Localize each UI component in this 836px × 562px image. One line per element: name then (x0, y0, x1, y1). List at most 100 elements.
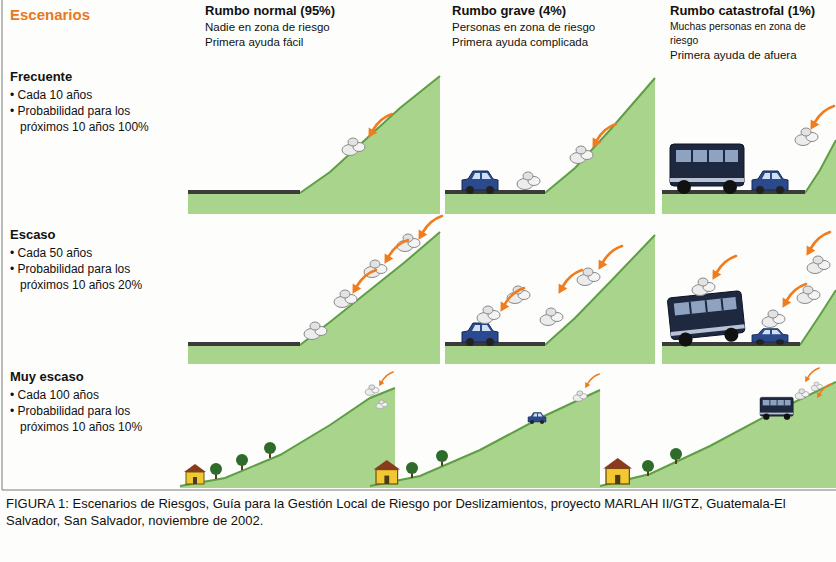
illustration-part (713, 256, 737, 280)
row-bullet: • Probabilidad para los próximos 10 años… (10, 403, 170, 435)
panel-catastrophic-frequent (662, 106, 836, 214)
panel-catastrophic-rare (600, 368, 836, 488)
panel-grave-scarce (445, 235, 655, 364)
panel-grave-rare (370, 374, 600, 488)
illustration-part (210, 463, 222, 479)
text-group: Rumbo catastrofal (1%)Muchas personas en… (670, 3, 832, 63)
illustration-part (419, 216, 443, 240)
illustration-part (807, 256, 830, 274)
illustration-part (445, 235, 655, 364)
column-heading: Rumbo catastrofal (1%) (670, 3, 832, 20)
illustration-part (811, 106, 835, 130)
illustration-part (805, 140, 836, 193)
figure-caption: FIGURA 1: Escenarios de Riesgos, Guía pa… (6, 496, 821, 530)
text-group: Frecuente• Cada 10 años• Probabilidad pa… (10, 68, 170, 135)
figure-frame (2, 0, 836, 490)
illustration-part (184, 464, 206, 484)
row-heading: Escaso (10, 226, 170, 244)
illustration-part (501, 288, 525, 312)
text-group: Rumbo grave (4%)Personas en zona de ries… (452, 3, 652, 51)
illustration-part (462, 171, 498, 194)
panel-grave-frequent (445, 78, 655, 214)
illustration-part (817, 384, 831, 398)
illustration-part (445, 190, 545, 194)
illustration-part (180, 388, 395, 486)
illustration-part (365, 385, 379, 396)
illustration-part (752, 171, 788, 194)
row-heading: Frecuente (10, 68, 170, 86)
illustration-part (811, 382, 823, 391)
illustration-part (662, 140, 836, 214)
column-note: Personas en zona de riesgo (452, 20, 652, 36)
illustration-part (570, 146, 593, 164)
illustration-part (603, 458, 632, 484)
illustration-part (188, 190, 300, 194)
illustration-part (445, 78, 655, 214)
illustration-part (180, 388, 395, 488)
row-bullet: • Probabilidad para los próximos 10 años… (10, 261, 170, 293)
illustration-part (374, 460, 400, 484)
column-heading: Rumbo normal (95%) (205, 3, 405, 20)
row-heading: Muy escaso (10, 368, 170, 386)
illustration-part (797, 286, 820, 304)
illustration-part (667, 291, 746, 348)
illustration-part (304, 322, 327, 340)
column-note: Muchas personas en zona de riesgo (670, 20, 832, 48)
figure-title: Escenarios (10, 6, 90, 23)
illustration-part (369, 114, 393, 138)
panel-normal-frequent (188, 76, 440, 214)
illustration-part (379, 372, 393, 386)
column-note: Primera ayuda de afuera (670, 48, 832, 64)
illustration-part (762, 310, 785, 328)
illustration-part (599, 246, 623, 270)
illustration-part (528, 413, 546, 425)
illustration-part (670, 144, 744, 194)
illustration-part (573, 391, 587, 402)
illustration-part (507, 286, 530, 304)
illustration-part (477, 306, 500, 324)
illustration-part (385, 240, 409, 264)
row-bullet: • Cada 50 años (10, 245, 170, 261)
illustration-part (545, 78, 655, 193)
illustration-part (300, 232, 440, 345)
illustration-part (593, 124, 617, 148)
column-note: Primera ayuda complicada (452, 35, 652, 51)
illustration-part (545, 235, 655, 345)
illustration-part (783, 284, 807, 308)
text-group: Rumbo normal (95%)Nadie en zona de riesg… (205, 3, 405, 51)
illustration-part (805, 368, 819, 382)
illustration-part (807, 232, 831, 256)
illustration-part (436, 450, 448, 466)
illustration-part (752, 329, 788, 345)
illustration-part (795, 389, 809, 400)
illustration-part (795, 128, 818, 146)
illustration-part (370, 390, 600, 486)
illustration-part (406, 462, 418, 478)
illustration-part (559, 270, 583, 294)
illustration-part (540, 308, 563, 326)
illustration-part (188, 76, 440, 214)
column-heading: Rumbo grave (4%) (452, 3, 652, 20)
illustration-part (370, 390, 600, 488)
illustration-part (642, 460, 654, 476)
illustration-part (376, 400, 388, 409)
illustration-part (600, 382, 836, 488)
text-group: Muy escaso• Cada 100 años• Probabilidad … (10, 368, 170, 435)
illustration-part (264, 442, 276, 458)
illustration-part (517, 172, 540, 190)
illustration-part (445, 342, 545, 346)
illustration-part (600, 382, 836, 486)
illustration-part (462, 323, 498, 346)
panel-normal-scarce (188, 216, 442, 364)
illustration-part (188, 342, 300, 346)
illustration-part (300, 76, 440, 193)
illustration-part (188, 232, 440, 364)
illustration-part (760, 397, 793, 420)
column-note: Nadie en zona de riesgo (205, 20, 405, 36)
column-note: Primera ayuda fácil (205, 35, 405, 51)
illustration-part (670, 448, 682, 464)
panel-catastrophic-scarce (662, 232, 836, 364)
illustration-part (353, 270, 377, 294)
illustration-part (236, 454, 248, 470)
